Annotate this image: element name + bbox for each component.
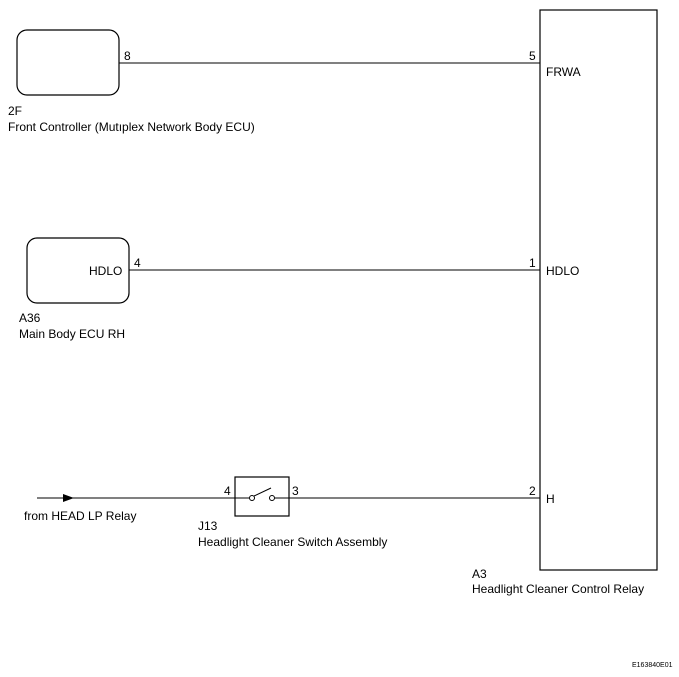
- relay-code: A3: [472, 567, 487, 581]
- relay-terminal-hdlo: HDLO: [546, 264, 579, 278]
- figure-code: E163840E01: [632, 662, 673, 669]
- front-controller-code: 2F: [8, 104, 22, 118]
- switch-blade-icon: [253, 487, 272, 497]
- switch-assembly-box: [234, 476, 290, 517]
- main-body-ecu-terminal: HDLO: [89, 264, 122, 278]
- front-controller-pin: 8: [124, 49, 131, 63]
- switch-pin-in: 4: [224, 484, 231, 498]
- relay-name: Headlight Cleaner Control Relay: [472, 582, 644, 596]
- source-label: from HEAD LP Relay: [24, 509, 136, 523]
- relay-terminal-frwa: FRWA: [546, 65, 581, 79]
- relay-pin-hdlo: 1: [529, 256, 536, 270]
- front-controller-box: [16, 29, 120, 96]
- relay-terminal-h: H: [546, 492, 555, 506]
- relay-box: [539, 9, 658, 571]
- main-body-ecu-name: Main Body ECU RH: [19, 327, 125, 341]
- arrow-icon: [63, 494, 74, 502]
- switch-pin-out: 3: [292, 484, 299, 498]
- relay-pin-frwa: 5: [529, 49, 536, 63]
- main-body-ecu-code: A36: [19, 311, 41, 325]
- switch-contact-left: [249, 495, 255, 501]
- main-body-ecu-pin: 4: [134, 256, 141, 270]
- switch-assembly-name: Headlight Cleaner Switch Assembly: [198, 535, 387, 549]
- relay-pin-h: 2: [529, 484, 536, 498]
- switch-assembly-code: J13: [198, 519, 218, 533]
- switch-contact-right: [269, 495, 275, 501]
- front-controller-name: Front Controller (Mutıplex Network Body …: [8, 120, 255, 134]
